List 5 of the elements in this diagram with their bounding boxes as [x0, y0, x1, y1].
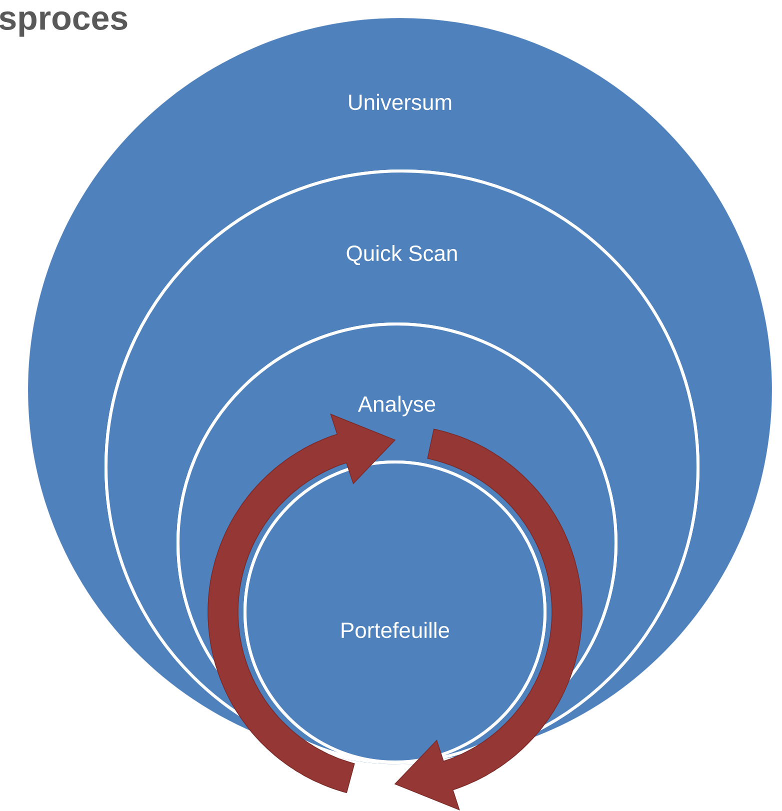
circle-label: Analyse — [358, 396, 436, 416]
circle-label: Portefeuille — [342, 622, 450, 638]
circle-label: Universum — [349, 94, 452, 110]
circle — [244, 460, 546, 764]
circle-label: Quick Scan — [346, 244, 457, 266]
